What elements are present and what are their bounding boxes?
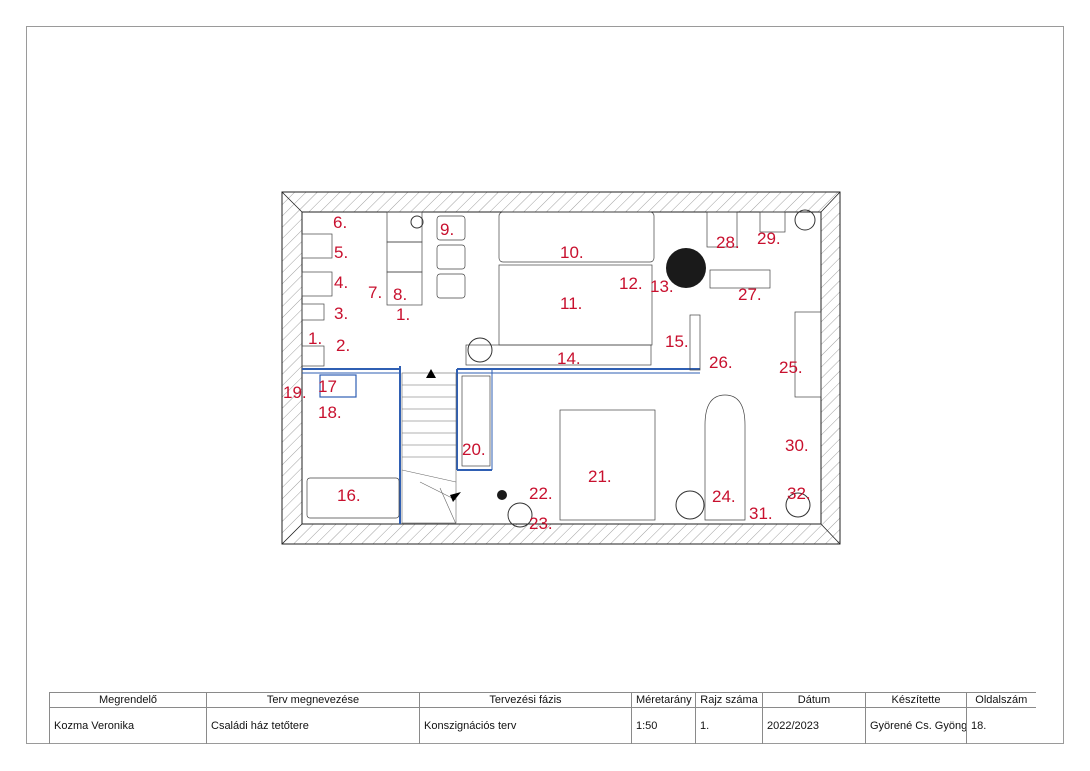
label-5: 5.	[334, 243, 348, 262]
label-12: 12.	[619, 274, 643, 293]
label-14: 14.	[557, 349, 581, 368]
label-32: 32.	[787, 484, 811, 503]
plants	[410, 209, 816, 528]
label-1a: 1.	[308, 329, 322, 348]
value-client: Kozma Veronika	[49, 707, 207, 744]
label-27: 27.	[738, 285, 762, 304]
label-7: 7.	[368, 283, 382, 302]
title-block: Megrendelő Terv megnevezése Tervezési fá…	[49, 692, 1036, 744]
value-page-number: 18.	[966, 707, 1036, 744]
header-plan-name: Terv megnevezése	[206, 692, 420, 708]
value-author: Györené Cs. Gyöngyi	[865, 707, 967, 744]
label-9: 9.	[440, 220, 454, 239]
label-10: 10.	[560, 243, 584, 262]
label-24: 24.	[712, 487, 736, 506]
label-13: 13.	[650, 277, 674, 296]
label-20: 20.	[462, 440, 486, 459]
label-19: 19.	[283, 383, 307, 402]
label-31: 31.	[749, 504, 773, 523]
label-3: 3.	[334, 304, 348, 323]
label-6: 6.	[333, 213, 347, 232]
label-15: 15.	[665, 332, 689, 351]
value-scale: 1:50	[631, 707, 696, 744]
value-plan-name: Családi ház tetőtere	[206, 707, 420, 744]
header-scale: Méretarány	[631, 692, 696, 708]
label-17: 17	[318, 377, 337, 396]
label-25: 25.	[779, 358, 803, 377]
furniture	[301, 211, 822, 521]
header-client: Megrendelő	[49, 692, 207, 708]
value-drawing-number: 1.	[695, 707, 763, 744]
label-8: 8.	[393, 285, 407, 304]
value-date: 2022/2023	[762, 707, 866, 744]
label-18: 18.	[318, 403, 342, 422]
label-30: 30.	[785, 436, 809, 455]
header-page-number: Oldalszám	[966, 692, 1036, 708]
label-4: 4.	[334, 273, 348, 292]
label-11: 11.	[560, 294, 582, 313]
label-1b: 1.	[396, 305, 410, 324]
header-design-phase: Tervezési fázis	[419, 692, 632, 708]
label-16: 16.	[337, 486, 361, 505]
label-26: 26.	[709, 353, 733, 372]
label-28: 28.	[716, 233, 740, 252]
header-author: Készítette	[865, 692, 967, 708]
room-number-labels: 1. 1. 2. 3. 4. 5. 6. 7. 8. 9. 10. 11. 12…	[283, 213, 811, 533]
value-design-phase: Konszignációs terv	[419, 707, 632, 744]
label-21: 21.	[588, 467, 612, 486]
label-22: 22.	[529, 484, 553, 503]
header-drawing-number: Rajz száma	[695, 692, 763, 708]
label-23: 23.	[529, 514, 553, 533]
label-29: 29.	[757, 229, 781, 248]
interior-walls	[302, 366, 700, 524]
header-date: Dátum	[762, 692, 866, 708]
label-2: 2.	[336, 336, 350, 355]
staircase	[401, 369, 461, 525]
